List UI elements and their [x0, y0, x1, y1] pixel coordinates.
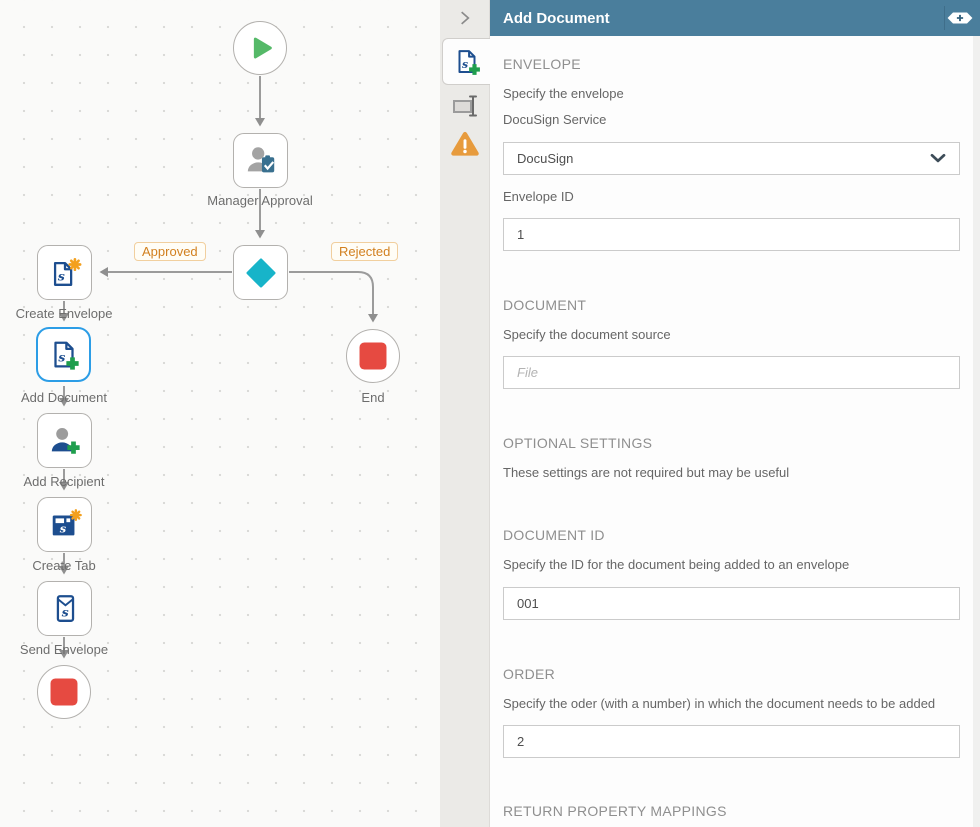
workflow-connectors: [59, 76, 378, 659]
section-desc-optional-settings: These settings are not required but may …: [503, 465, 790, 480]
node-add-document[interactable]: s: [36, 327, 91, 382]
chevron-down-icon: [930, 153, 946, 163]
play-icon: [253, 37, 272, 59]
section-desc-order: Specify the oder (with a number) in whic…: [503, 696, 936, 711]
node-decision[interactable]: [233, 245, 288, 300]
chevron-right-icon: [461, 11, 470, 25]
section-heading-return-property-mappings: RETURN PROPERTY MAPPINGS: [503, 803, 727, 819]
tab-warnings[interactable]: [440, 124, 490, 164]
section-heading-document-id: DOCUMENT ID: [503, 527, 605, 543]
svg-text:s: s: [462, 57, 468, 70]
node-label-manager-approval: Manager Approval: [207, 193, 313, 208]
node-add-recipient[interactable]: [37, 413, 92, 468]
section-desc-document: Specify the document source: [503, 327, 671, 342]
node-start[interactable]: [233, 21, 287, 75]
envelope-id-label: Envelope ID: [503, 189, 574, 204]
node-end-right[interactable]: [346, 329, 400, 383]
plus-hexagon-icon: [947, 12, 973, 24]
add-document-icon: s: [53, 341, 79, 370]
section-desc-document-id: Specify the ID for the document being ad…: [503, 557, 850, 572]
stop-icon: [359, 342, 387, 370]
node-label-add-recipient: Add Recipient: [23, 474, 105, 489]
node-manager-approval[interactable]: [233, 133, 288, 188]
add-property-button[interactable]: [946, 7, 974, 29]
add-document-icon: s: [458, 49, 480, 75]
node-label-add-document: Add Document: [21, 390, 107, 405]
envelope-id-input[interactable]: [503, 218, 960, 251]
node-create-tab[interactable]: s: [37, 497, 92, 552]
svg-text:s: s: [59, 521, 66, 535]
header-divider: [944, 6, 945, 30]
collapse-panel-button[interactable]: [440, 0, 490, 36]
document-id-input[interactable]: [503, 587, 960, 620]
section-desc-envelope: Specify the envelope: [503, 86, 624, 101]
node-label-send-envelope: Send Envelope: [19, 642, 109, 657]
document-file-input[interactable]: [503, 356, 960, 389]
send-envelope-icon: s: [56, 594, 74, 622]
node-label-end: End: [361, 390, 385, 405]
svg-text:s: s: [57, 268, 64, 283]
section-heading-optional-settings: OPTIONAL SETTINGS: [503, 435, 653, 451]
panel-content: ENVELOPE Specify the envelope DocuSign S…: [490, 36, 980, 827]
docusign-service-select[interactable]: DocuSign: [503, 142, 960, 175]
decision-diamond-icon: [246, 258, 275, 287]
tab-rename[interactable]: [440, 86, 490, 126]
stop-icon: [50, 678, 78, 706]
node-end-left[interactable]: [37, 665, 91, 719]
workflow-canvas[interactable]: Manager Approval Approved Rejected s Cre…: [0, 0, 440, 827]
warning-icon: [451, 131, 479, 156]
tab-configuration[interactable]: s: [442, 38, 491, 85]
branch-label-rejected[interactable]: Rejected: [331, 242, 399, 261]
rename-icon: [453, 95, 477, 117]
user-approval-icon: [247, 146, 274, 172]
panel-title: Add Document: [503, 9, 610, 27]
section-heading-order: ORDER: [503, 666, 556, 682]
properties-panel: Add Document ENVELOPE Specify the envelo…: [490, 0, 980, 827]
svg-text:s: s: [58, 349, 65, 364]
docusign-service-value: DocuSign: [517, 151, 574, 166]
section-heading-document: DOCUMENT: [503, 297, 587, 313]
node-label-create-envelope: Create Envelope: [15, 306, 113, 321]
create-tab-icon: s: [52, 508, 82, 535]
svg-text:s: s: [61, 604, 68, 619]
node-create-envelope[interactable]: s: [37, 245, 92, 300]
branch-label-approved[interactable]: Approved: [134, 242, 206, 261]
order-input[interactable]: [503, 725, 960, 758]
panel-scrollbar[interactable]: [973, 36, 980, 827]
panel-tabstrip: s: [440, 0, 491, 827]
node-send-envelope[interactable]: s: [37, 581, 92, 636]
docusign-service-label: DocuSign Service: [503, 112, 607, 127]
node-label-create-tab: Create Tab: [32, 558, 96, 573]
panel-header: Add Document: [490, 0, 980, 36]
add-recipient-icon: [51, 427, 80, 454]
create-envelope-icon: s: [53, 257, 81, 286]
section-heading-envelope: ENVELOPE: [503, 56, 581, 72]
